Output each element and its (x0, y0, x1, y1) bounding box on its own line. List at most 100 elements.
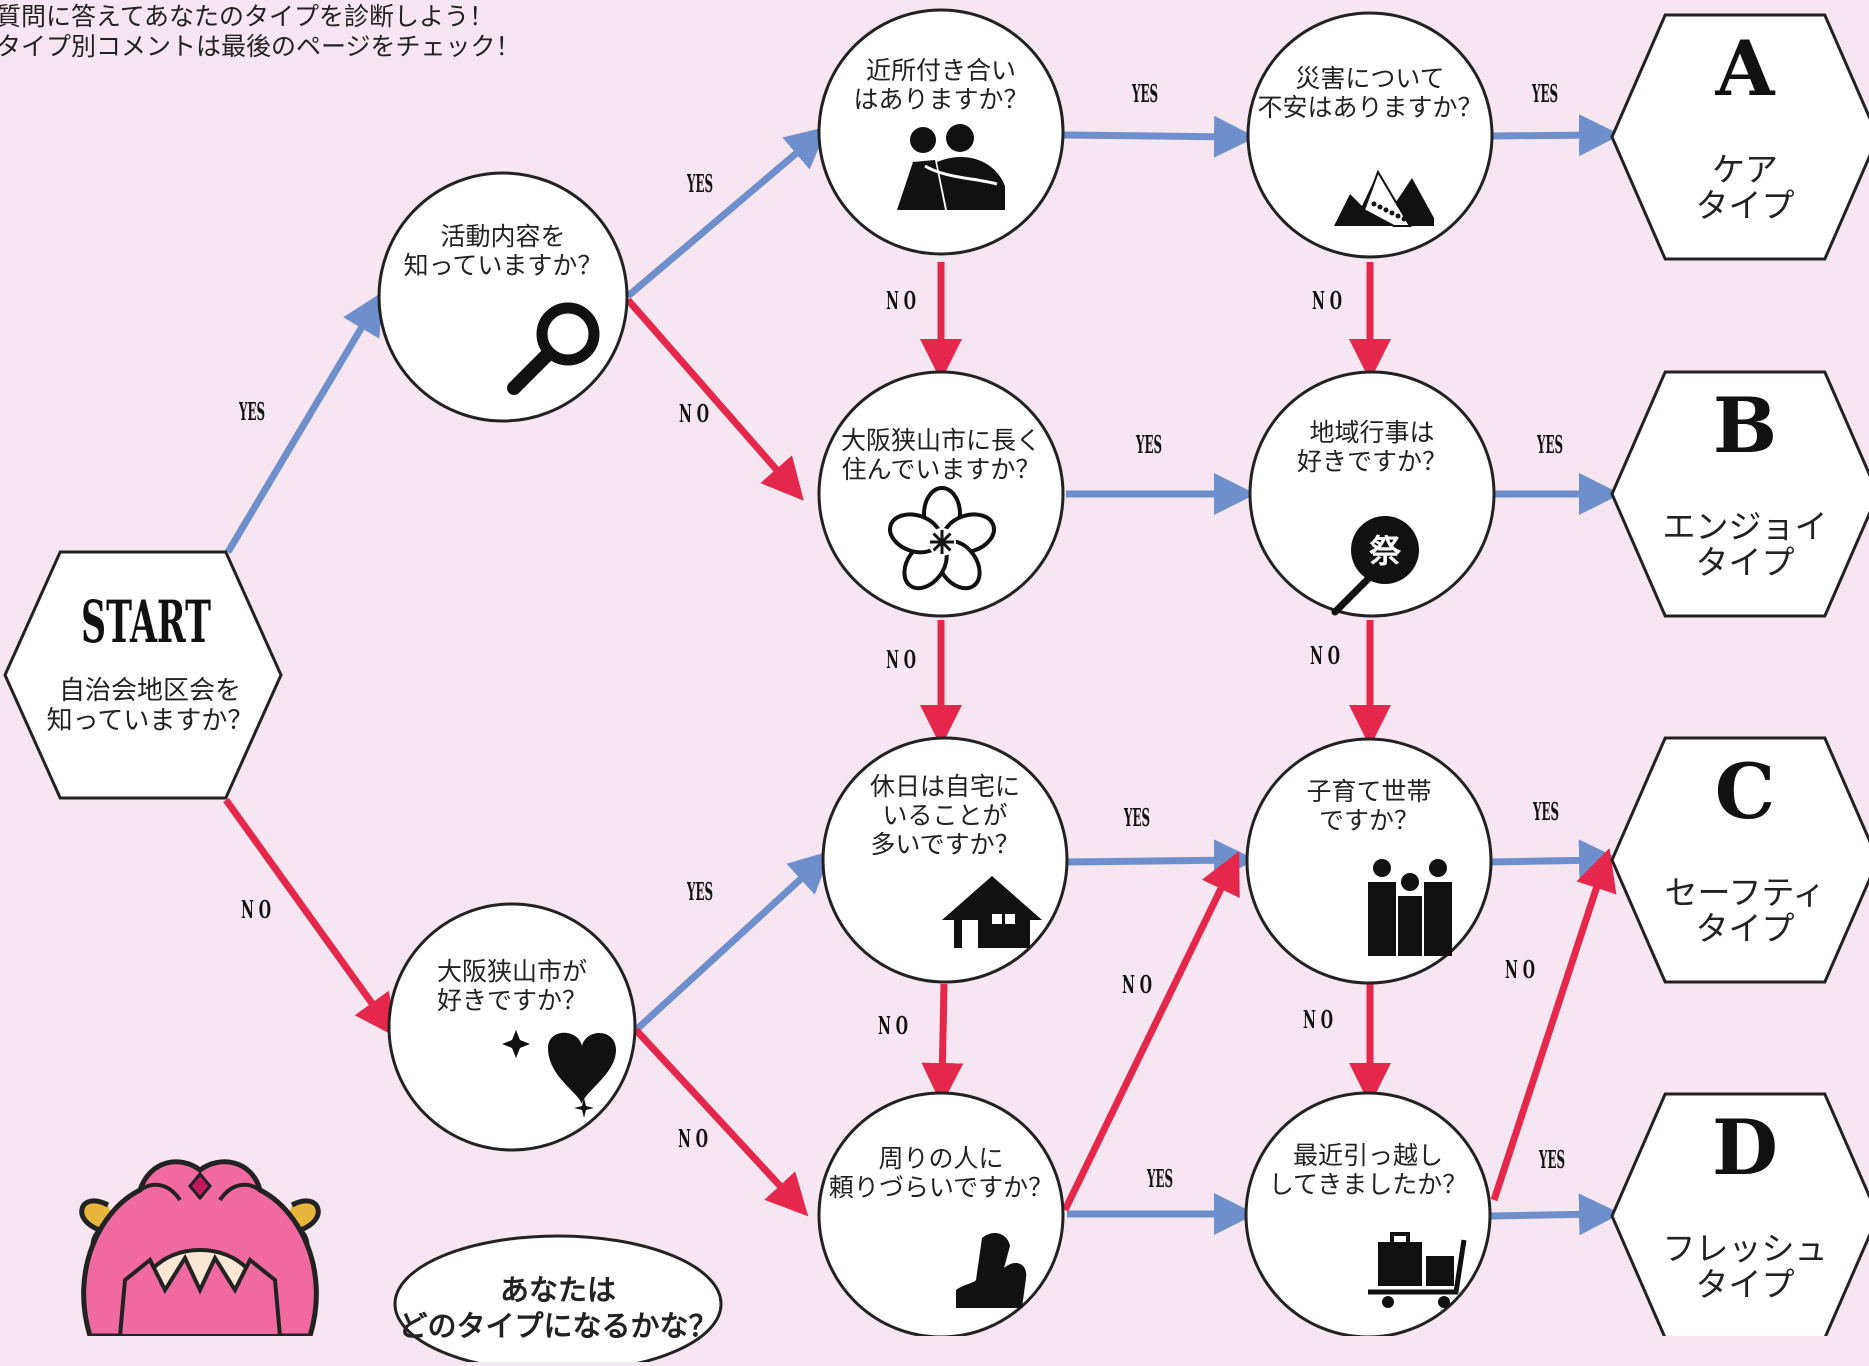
result-letter: A (1715, 24, 1776, 113)
result-name-line: セーフティ (1664, 873, 1825, 912)
result-letter: B (1713, 381, 1777, 470)
edge-longlive-no-label: N O (886, 645, 916, 674)
question-text-line: 好きですか？ (437, 986, 587, 1015)
edge-start-yes (224, 291, 383, 554)
question-text-line: はありますか？ (853, 85, 1028, 114)
start-question-line-1: 自治会地区会を (59, 676, 241, 706)
result-name-line: ケア (1712, 150, 1778, 189)
edge-rely-no (1061, 851, 1240, 1212)
edge-likecity-yes (633, 850, 832, 1033)
edge-home-yes-label: YES (1124, 803, 1150, 832)
edge-likecity-no (633, 1027, 809, 1217)
edge-activity-no (625, 297, 804, 501)
landslide-icon (1334, 169, 1434, 227)
speech-bubble: あなたは どのタイプになるかな？ (392, 1232, 725, 1366)
edge-disaster-yes (1489, 114, 1621, 157)
sparkle-heart-icon (502, 1030, 616, 1118)
bubble-line-1: あなたは (500, 1273, 616, 1307)
festival-fan-icon: 祭 (1331, 516, 1419, 616)
question-text-line: 知っていますか？ (404, 251, 603, 280)
question-text-line: 最近引っ越し (1293, 1141, 1443, 1170)
question-text-line: ですか？ (1319, 806, 1419, 835)
question-text-line: 住んでいますか？ (842, 455, 1041, 484)
result-name-line: タイプ (1696, 1265, 1795, 1304)
edge-start-no (223, 797, 397, 1038)
edge-events-yes-label: YES (1537, 430, 1563, 459)
edge-moved-yes (1489, 1193, 1621, 1236)
svg-text:祭: 祭 (1369, 532, 1402, 570)
result-name-line: エンジョイ (1663, 507, 1828, 546)
edge-start-no-label: N O (241, 895, 271, 924)
edge-likecity-no-label: N O (678, 1124, 708, 1153)
question-text-line: 周りの人に (878, 1144, 1003, 1173)
question-text-line: 不安はありますか？ (1257, 93, 1482, 122)
edge-rely-no-label: N O (1122, 970, 1152, 999)
question-text-line: 大阪狭山市に長く (841, 426, 1041, 455)
question-text-line: 多いですか？ (870, 830, 1019, 859)
question-text-line: 好きですか？ (1297, 447, 1447, 476)
edge-events-no-label: N O (1310, 641, 1340, 670)
edge-home-yes (1066, 839, 1256, 882)
edge-child-no-label: N O (1303, 1005, 1333, 1034)
question-text-line: 活動内容を (440, 222, 565, 251)
mascot-face (117, 1247, 283, 1336)
question-text-line: 休日は自宅に (870, 772, 1020, 801)
question-text-line: 災害について (1295, 64, 1444, 93)
intro-text: 質問に答えてあなたのタイプを診断しよう！ タイプ別コメントは最後のページをチェッ… (0, 2, 521, 62)
flowchart: START自治会地区会を知っていますか？活動内容を知っていますか？大阪狭山市が好… (3, 8, 1869, 1336)
edge-neighbors-yes-label: YES (1132, 79, 1158, 108)
intro-line-2: タイプ別コメントは最後のページをチェック！ (0, 32, 521, 61)
people-icon (897, 124, 1005, 210)
luggage-cart-icon (1368, 1232, 1467, 1308)
start-node (3, 550, 283, 800)
result-name-line: タイプ (1696, 909, 1795, 948)
edge-activity-yes (625, 126, 829, 299)
question-text-line: いることが (882, 801, 1007, 830)
family-icon (1368, 859, 1452, 956)
mascot-character (79, 1159, 321, 1336)
bubble-line-2: どのタイプになるかな？ (398, 1309, 717, 1343)
edge-moved-no-label: N O (1505, 955, 1535, 984)
house-icon (942, 876, 1042, 948)
edge-likecity-yes-label: YES (687, 877, 713, 906)
edge-home-no (921, 983, 964, 1105)
edge-rely-yes-label: YES (1147, 1164, 1173, 1193)
question-text-line: 子育て世帯 (1306, 777, 1431, 806)
result-letter: D (1712, 1103, 1778, 1192)
sakura-icon (888, 486, 996, 591)
magnifier-icon (507, 302, 600, 395)
edge-moved-no (1490, 848, 1617, 1202)
edge-child-yes (1489, 839, 1621, 882)
result-name-line: フレッシュ (1663, 1229, 1828, 1268)
edge-home-no-label: N O (878, 1011, 908, 1040)
result-name-line: タイプ (1696, 186, 1795, 225)
edge-activity-yes-label: YES (687, 169, 713, 198)
question-text-line: 地域行事は (1309, 418, 1434, 447)
edge-start-yes-label: YES (239, 397, 265, 426)
question-text-line: 頼りづらいですか？ (829, 1173, 1053, 1202)
result-letter: C (1715, 747, 1776, 836)
intro-line-1: 質問に答えてあなたのタイプを診断しよう！ (0, 2, 495, 31)
result-name-line: タイプ (1696, 543, 1795, 582)
edge-neighbors-no-label: N O (886, 286, 916, 315)
start-question-line-2: 知っていますか？ (47, 706, 254, 736)
edge-disaster-yes-label: YES (1532, 79, 1558, 108)
muscle-arm-icon (956, 1232, 1027, 1308)
edge-longlive-yes-label: YES (1136, 430, 1162, 459)
edge-neighbors-yes (1063, 115, 1256, 158)
question-text-line: してきましたか？ (1269, 1170, 1468, 1199)
question-text-line: 大阪狭山市が (437, 957, 587, 986)
edge-child-yes-label: YES (1533, 797, 1559, 826)
